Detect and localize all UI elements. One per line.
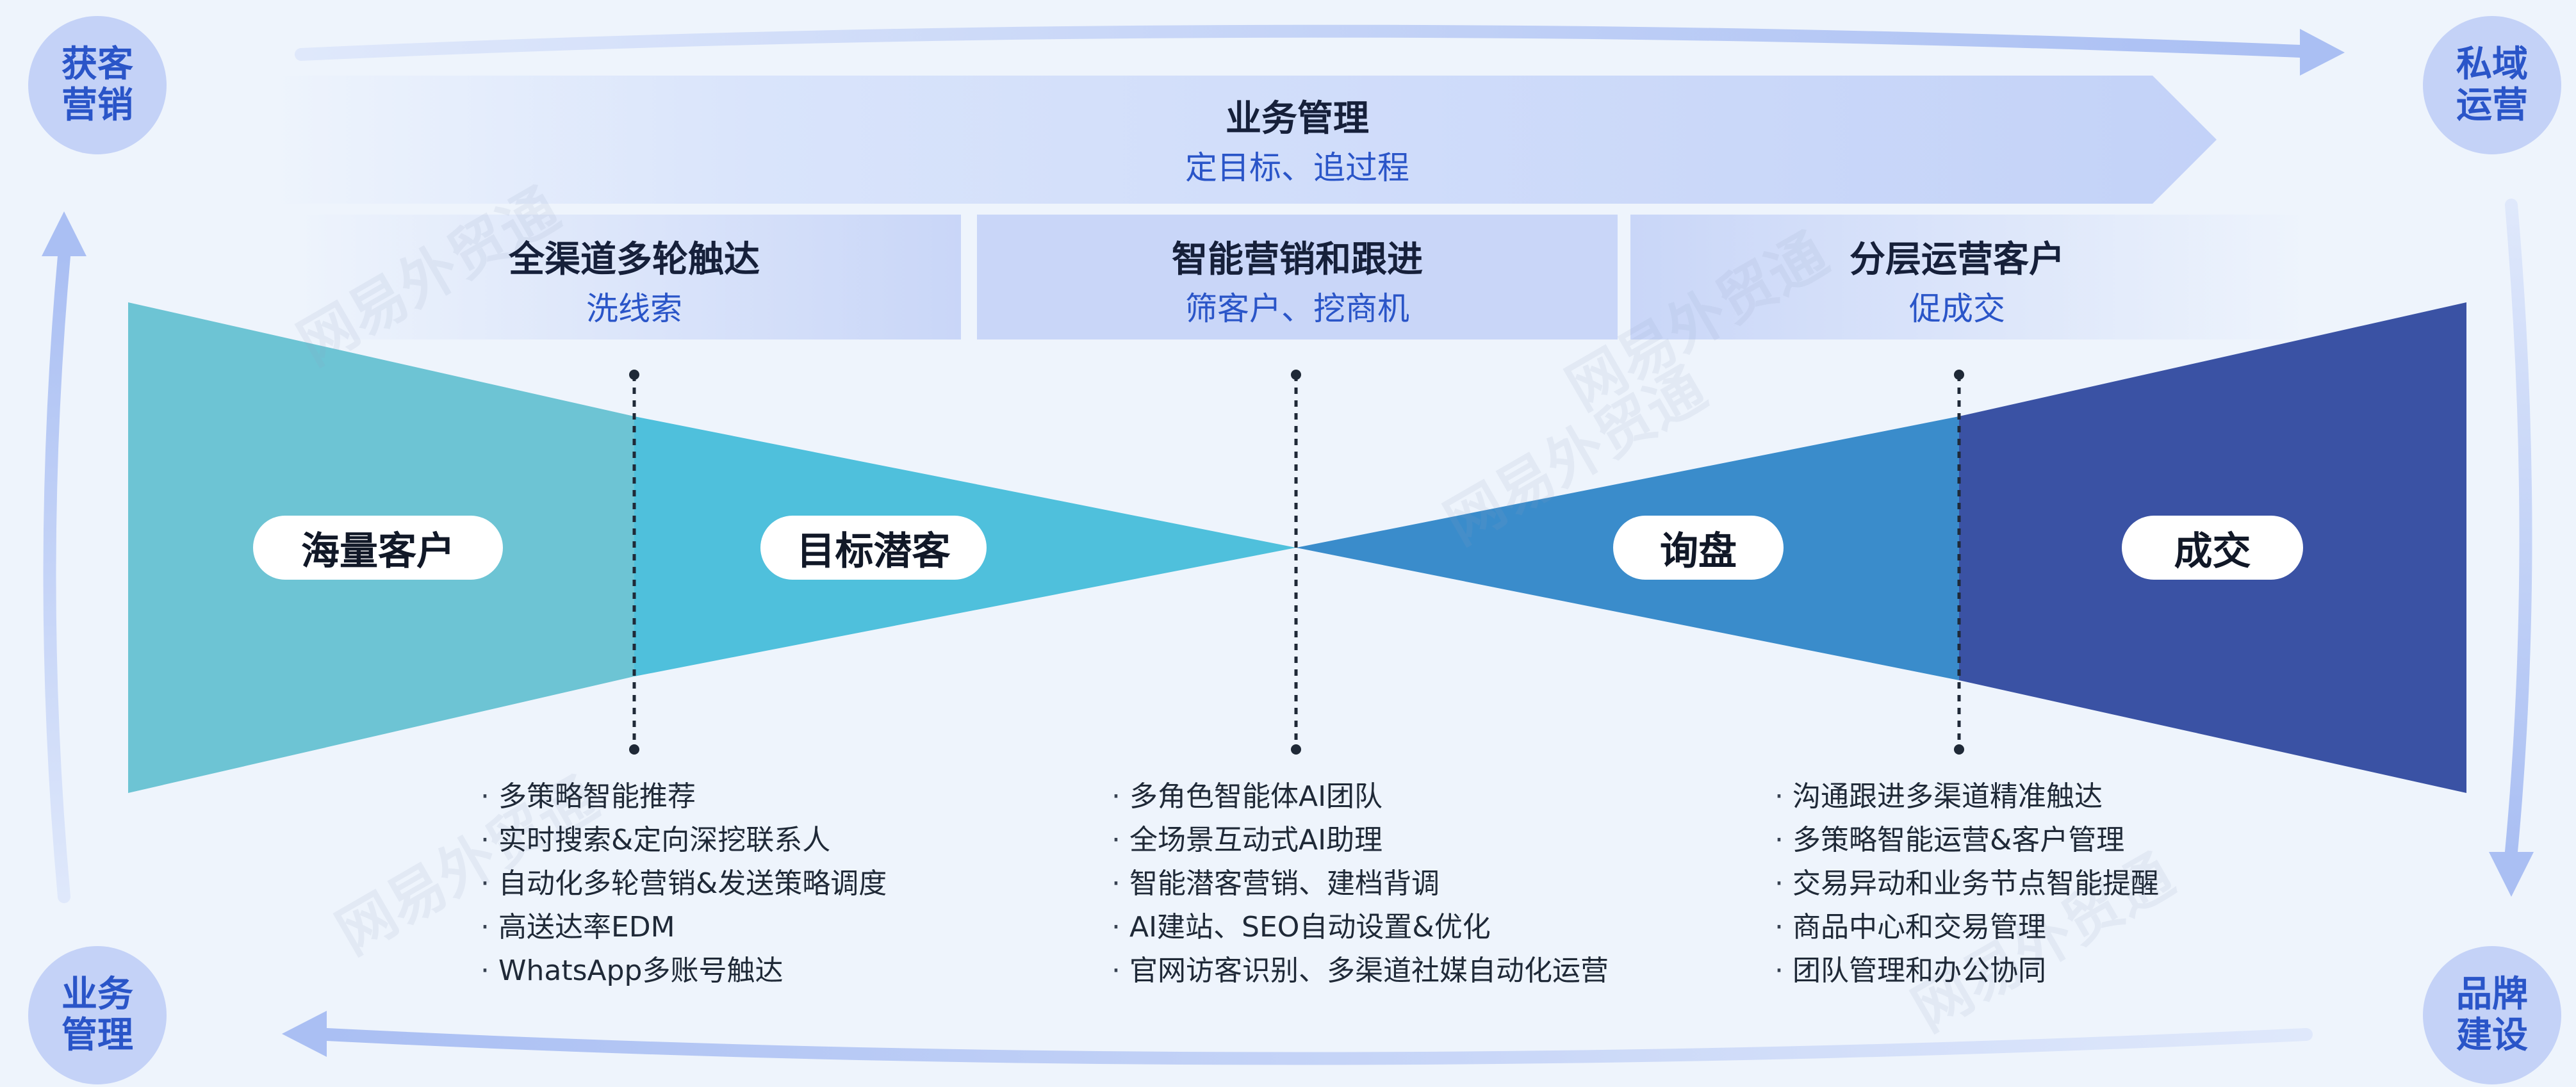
list-item: 沟通跟进多渠道精准触达: [1775, 775, 2159, 819]
corner-circle-bottom-right: [2423, 946, 2561, 1084]
list-item: 高送达率EDM: [480, 906, 887, 949]
cycle-arrow-bottom: [282, 1011, 2313, 1065]
feature-list-1: 多策略智能推荐 实时搜索&定向深挖联系人 自动化多轮营销&发送策略调度 高送达率…: [480, 775, 887, 993]
funnel-label-mass-customers: 海量客户: [253, 516, 503, 580]
stage-box-2-bg: [977, 215, 1618, 339]
cycle-arrow-left: [42, 211, 86, 903]
corner-label-line: 获客: [62, 44, 133, 85]
list-item: 自动化多轮营销&发送策略调度: [480, 862, 887, 906]
list-item: 交易异动和业务节点智能提醒: [1775, 862, 2159, 906]
corner-label-line: 营销: [62, 85, 133, 126]
stage-title-1: 全渠道多轮触达: [509, 239, 760, 281]
stage-box-3-bg: [1630, 215, 2309, 339]
cycle-arrow-top: [295, 24, 2345, 76]
corner-label-line: 管理: [62, 1015, 133, 1056]
list-item: 商品中心和交易管理: [1775, 906, 2159, 949]
corner-label-bottom-left: 业务 管理: [30, 974, 165, 1056]
list-item: 官网访客识别、多渠道社媒自动化运营: [1112, 949, 1609, 993]
divider-lines: [632, 375, 1961, 749]
feature-list-2: 多角色智能体AI团队 全场景互动式AI助理 智能潜客营销、建档背调 AI建站、S…: [1112, 775, 1609, 993]
stage-subtitle-1: 洗线索: [586, 290, 682, 327]
list-item: 多角色智能体AI团队: [1112, 775, 1609, 819]
stage-title-2: 智能营销和跟进: [1172, 239, 1423, 281]
list-item: 团队管理和办公协同: [1775, 949, 2159, 993]
list-item: AI建站、SEO自动设置&优化: [1112, 906, 1609, 949]
corner-circle-bottom-left: [28, 946, 167, 1084]
stage-title-3: 分层运营客户: [1850, 239, 2065, 281]
feature-list-3: 沟通跟进多渠道精准触达 多策略智能运营&客户管理 交易异动和业务节点智能提醒 商…: [1775, 775, 2159, 993]
funnel-label-deal: 成交: [2122, 516, 2303, 580]
divider-dots: [629, 370, 1964, 755]
corner-label-top-right: 私域 运营: [2425, 44, 2559, 126]
corner-label-line: 私域: [2456, 44, 2528, 85]
list-item: 全场景互动式AI助理: [1112, 819, 1609, 862]
corner-circle-top-left: [28, 16, 167, 154]
corner-label-line: 运营: [2456, 85, 2528, 126]
top-banner-subtitle: 定目标、追过程: [1185, 149, 1409, 186]
cycle-arrow-right: [2489, 199, 2534, 897]
corner-label-line: 业务: [62, 974, 133, 1015]
list-item: 多策略智能运营&客户管理: [1775, 819, 2159, 862]
corner-label-line: 品牌: [2456, 974, 2528, 1015]
list-item: WhatsApp多账号触达: [480, 949, 887, 993]
list-item: 多策略智能推荐: [480, 775, 887, 819]
stage-subtitle-3: 促成交: [1909, 290, 2005, 327]
corner-label-line: 建设: [2456, 1015, 2528, 1056]
funnel-label-target-prospects: 目标潜客: [760, 516, 987, 580]
stage-subtitle-2: 筛客户、挖商机: [1185, 290, 1409, 327]
top-banner-title: 业务管理: [1226, 98, 1369, 140]
top-banner-shape: [269, 76, 2217, 204]
corner-label-top-left: 获客 营销: [30, 44, 165, 126]
list-item: 实时搜索&定向深挖联系人: [480, 819, 887, 862]
stage-box-1-bg: [295, 215, 961, 339]
corner-label-bottom-right: 品牌 建设: [2425, 974, 2559, 1056]
list-item: 智能潜客营销、建档背调: [1112, 862, 1609, 906]
corner-circle-top-right: [2423, 16, 2561, 154]
funnel-label-inquiry: 询盘: [1613, 516, 1784, 580]
